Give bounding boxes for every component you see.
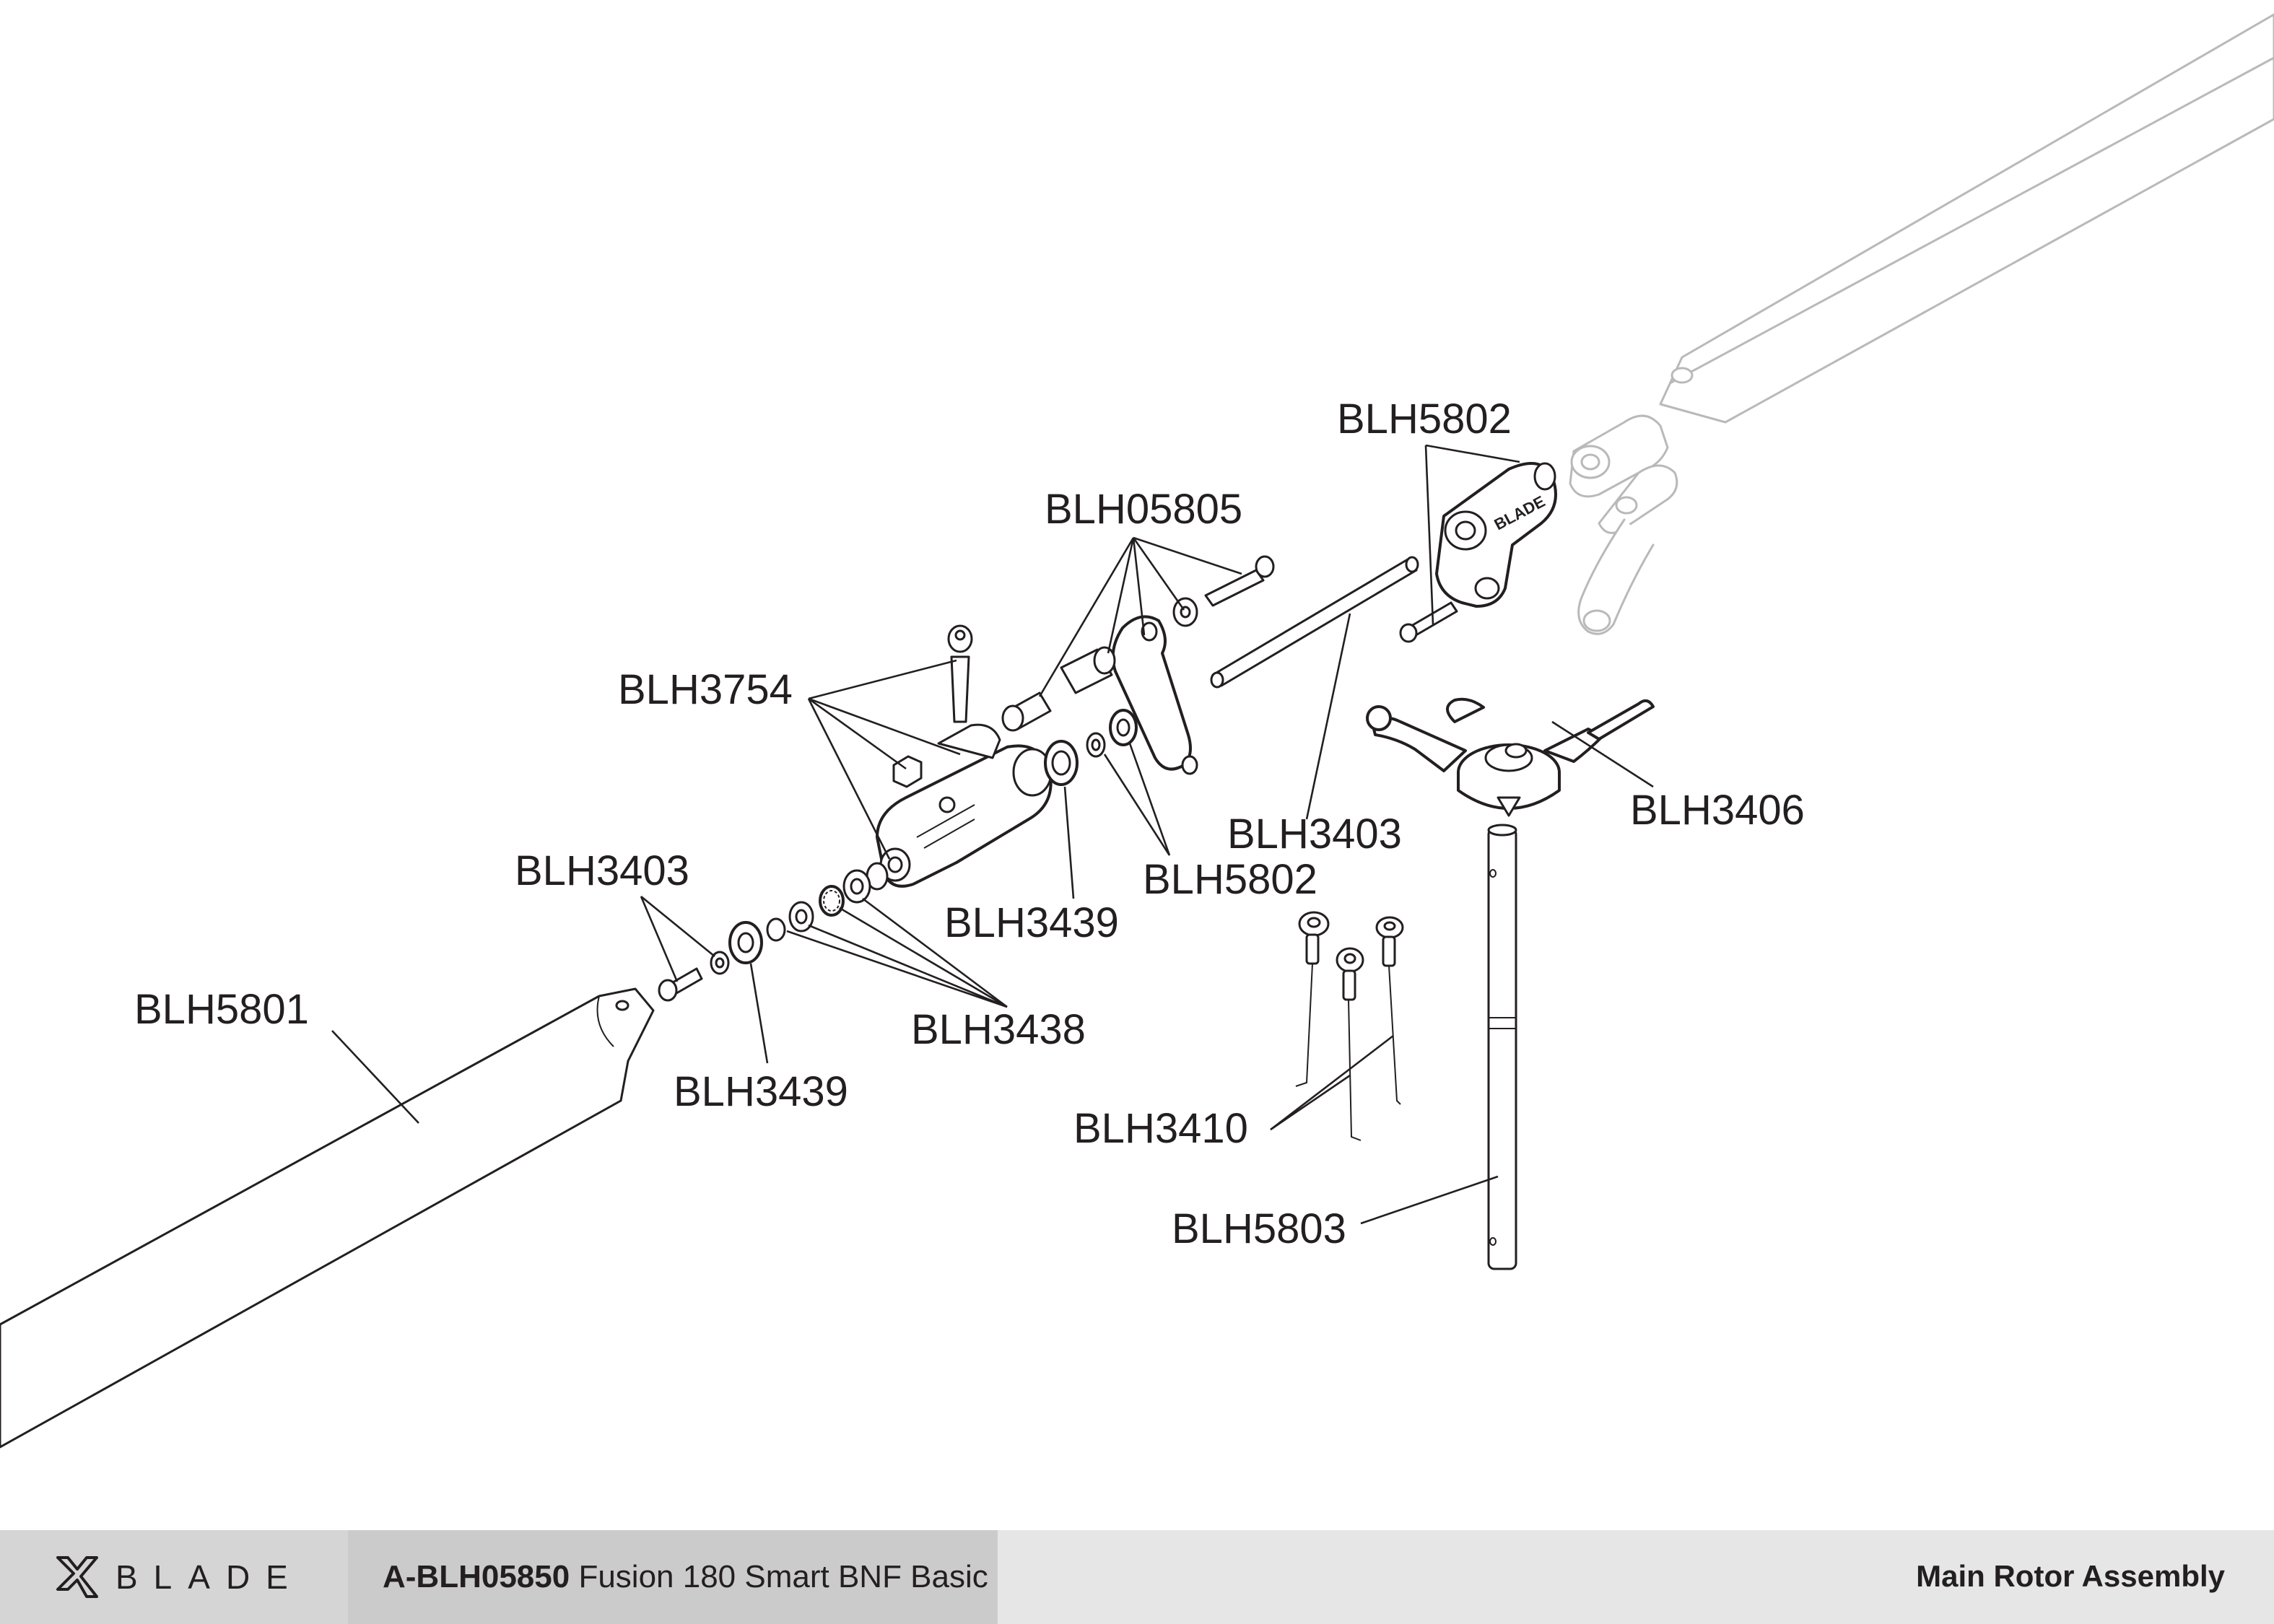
- assembly-title: Main Rotor Assembly: [1916, 1559, 2225, 1593]
- blade-grip-screw: [947, 624, 973, 723]
- label-blh3438: BLH3438: [911, 1006, 1086, 1053]
- main-rotor-blade: [0, 987, 655, 1449]
- grip-arm: [1111, 615, 1198, 775]
- label-blh3439-low: BLH3439: [674, 1068, 848, 1115]
- label-blh3439-mid: BLH3439: [944, 899, 1119, 946]
- part-labels: BLH5802 BLH05805 BLH3754 BLH3403 BLH3406…: [134, 396, 1805, 1252]
- leader-lines: [331, 444, 1654, 1225]
- linkage-rod-2: [1336, 947, 1364, 1141]
- brand-name: BLADE: [116, 1558, 304, 1596]
- head-washer-large: [1109, 709, 1138, 746]
- grip-arm-screw: [1204, 555, 1275, 607]
- label-blh3410: BLH3410: [1073, 1105, 1248, 1152]
- thrust-bearing-low: [728, 921, 763, 964]
- label-blh5803: BLH5803: [1172, 1205, 1346, 1252]
- thrust-bearing-mid: [1044, 740, 1079, 786]
- model-code: A-BLH05850: [383, 1559, 570, 1594]
- brand-panel: BLADE: [0, 1530, 348, 1624]
- label-blh3754: BLH3754: [618, 666, 793, 713]
- blade-grip-nut: [892, 755, 923, 788]
- swashplate: [1366, 697, 1655, 817]
- blade-x-logo-icon: [56, 1556, 98, 1598]
- grip-arm-spacer: [1060, 646, 1116, 694]
- bushing-bearing-stack: [766, 847, 911, 942]
- exploded-parts-diagram: BLADE: [0, 13, 2274, 1449]
- label-blh05805: BLH05805: [1045, 486, 1242, 533]
- label-blh3406: BLH3406: [1630, 787, 1805, 834]
- label-blh5802-head: BLH5802: [1337, 396, 1512, 442]
- label-blh3403-spindle: BLH3403: [1227, 811, 1402, 857]
- spindle-screw: [658, 967, 703, 1002]
- linkage-rod-3: [1375, 916, 1404, 1105]
- model-name: Fusion 180 Smart BNF Basic: [570, 1559, 988, 1594]
- model-panel: A-BLH05850 Fusion 180 Smart BNF Basic: [348, 1530, 998, 1624]
- spindle-shaft: [1210, 556, 1419, 689]
- main-shaft: [1487, 824, 1517, 1270]
- ghost-rotor-blade-right: [1569, 13, 2274, 635]
- head-screw: [1399, 601, 1458, 643]
- model-title: A-BLH05850 Fusion 180 Smart BNF Basic: [383, 1559, 988, 1595]
- label-blh3403-screw: BLH3403: [515, 847, 689, 894]
- grip-arm-bushing: [1001, 691, 1052, 732]
- spindle-washer: [710, 951, 730, 975]
- label-blh5802-washers: BLH5802: [1143, 856, 1317, 903]
- label-blh5801: BLH5801: [134, 986, 309, 1033]
- linkage-rod-1: [1295, 911, 1330, 1087]
- head-washer-small: [1086, 732, 1106, 758]
- footer-bar: BLADE A-BLH05850 Fusion 180 Smart BNF Ba…: [0, 1530, 2274, 1624]
- rotor-head-block: BLADE: [1435, 462, 1557, 608]
- grip-arm-washer: [1172, 597, 1198, 627]
